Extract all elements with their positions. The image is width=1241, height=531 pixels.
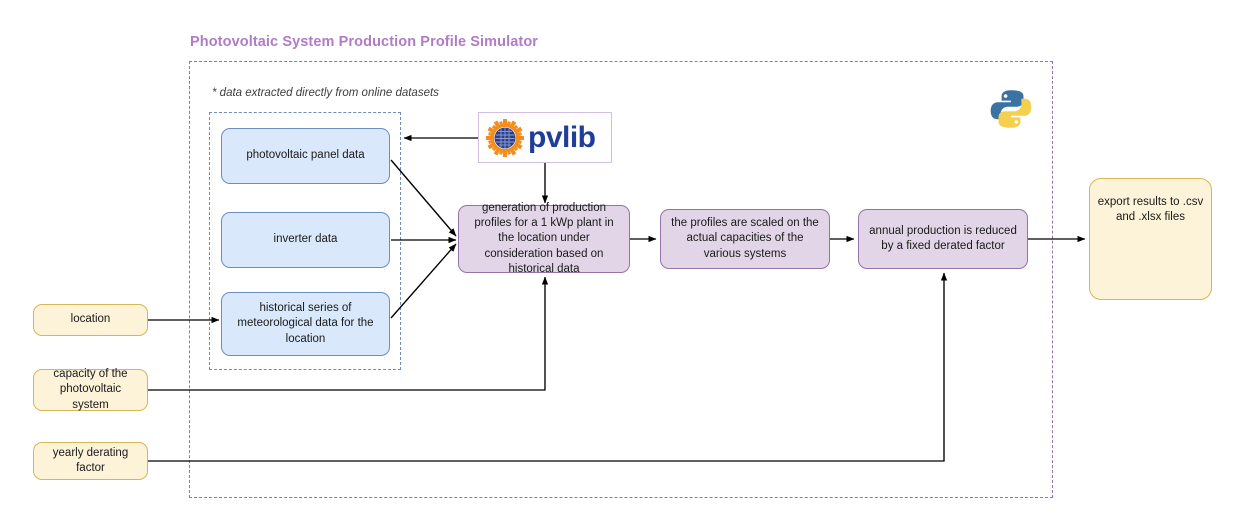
node-label: historical series of meteorological data…: [237, 302, 374, 345]
node-label: photovoltaic panel data: [246, 149, 365, 162]
node-label: annual production is reduced by a fixed …: [869, 224, 1017, 252]
node-label: inverter data: [273, 233, 338, 246]
node-annual-production-derated[interactable]: annual production is reduced by a fixed …: [858, 209, 1028, 269]
node-label: the profiles are scaled on the actual ca…: [671, 217, 819, 260]
node-inverter-data[interactable]: inverter data: [221, 212, 390, 268]
node-capacity-parameter[interactable]: capacity of the photovoltaic system: [33, 368, 148, 411]
node-label: location: [70, 313, 111, 326]
python-logo-icon: [990, 90, 1032, 128]
node-export-results[interactable]: export results to .csv and .xlsx files X: [1089, 178, 1212, 300]
node-location-parameter[interactable]: location: [33, 304, 148, 336]
node-label: capacity of the photovoltaic system: [53, 368, 128, 411]
node-photovoltaic-panel-data[interactable]: photovoltaic panel data: [221, 128, 390, 184]
datasets-note: * data extracted directly from online da…: [212, 87, 439, 99]
node-label: yearly derating factor: [52, 446, 129, 474]
page-title: Photovoltaic System Production Profile S…: [190, 34, 539, 50]
node-label: export results to .csv and .xlsx files: [1097, 196, 1204, 224]
node-generation-of-production-profiles[interactable]: generation of production profiles for a …: [458, 202, 630, 275]
node-yearly-derating-factor-parameter[interactable]: yearly derating factor: [33, 442, 148, 480]
pvlib-sun-icon: [486, 118, 524, 157]
pvlib-logo: pvlib: [478, 112, 612, 163]
node-profiles-scaled-to-capacities[interactable]: the profiles are scaled on the actual ca…: [660, 209, 830, 269]
pvlib-wordmark: pvlib: [528, 120, 596, 154]
node-historical-meteorological-data[interactable]: historical series of meteorological data…: [221, 292, 390, 356]
node-label: generation of production profiles for a …: [474, 202, 614, 275]
